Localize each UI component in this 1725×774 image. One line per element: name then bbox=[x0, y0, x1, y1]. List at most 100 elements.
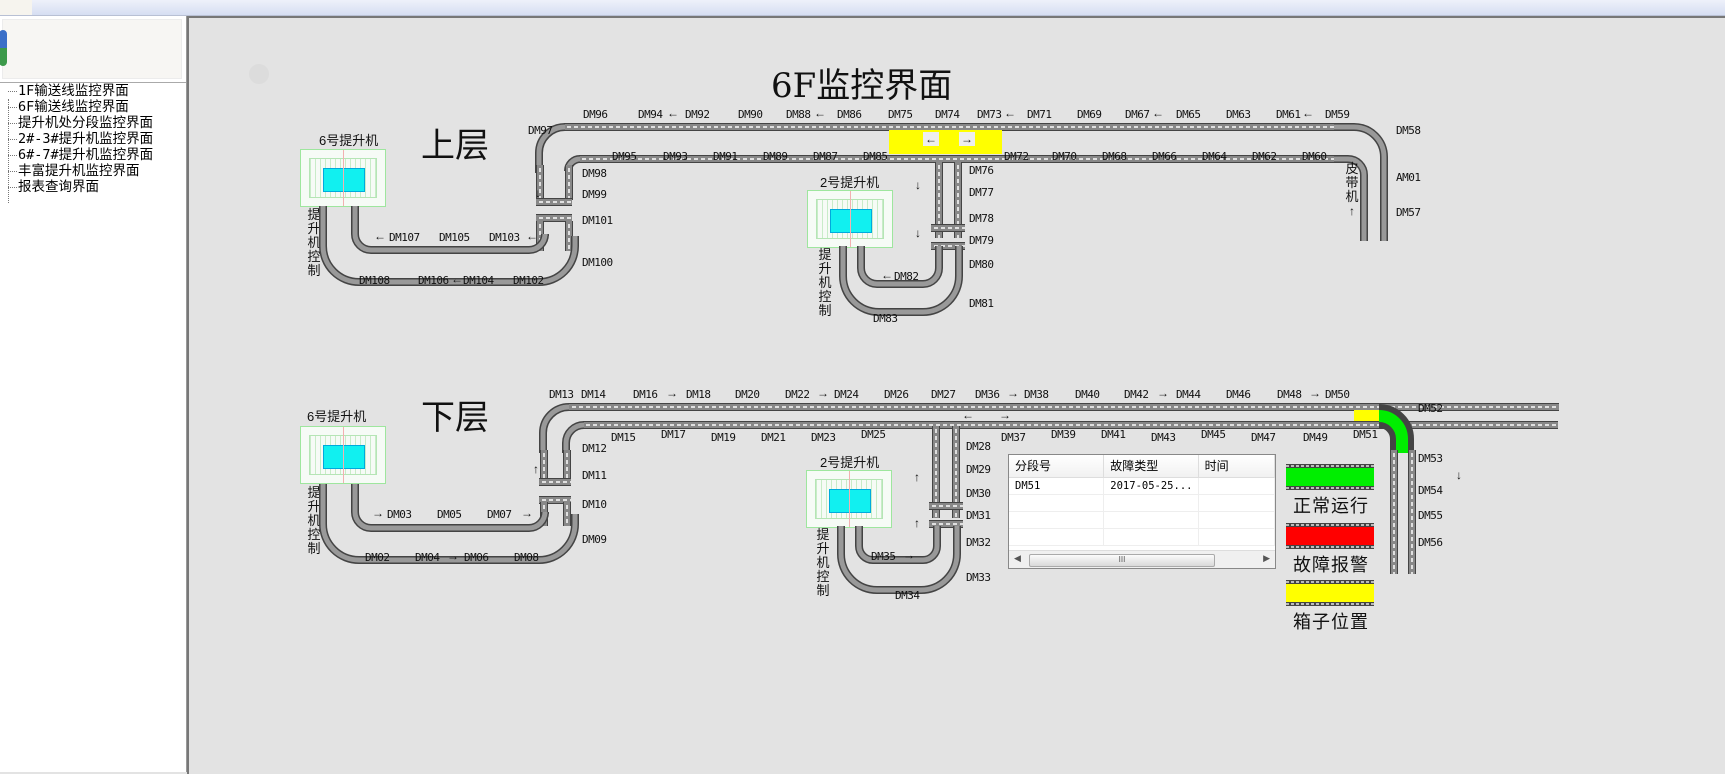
flow-right-arrow-icon: → bbox=[817, 386, 829, 400]
segment-label: DM106 bbox=[418, 274, 449, 287]
scroll-thumb[interactable]: III bbox=[1029, 554, 1215, 567]
segment-label: DM63 bbox=[1226, 108, 1251, 121]
nav-item-fengfu-elevator[interactable]: 丰富提升机监控界面 bbox=[0, 163, 186, 179]
lower-vbelt bbox=[1390, 450, 1398, 574]
segment-label: DM35 bbox=[871, 550, 896, 563]
flow-left-arrow-icon: ← bbox=[1152, 106, 1164, 120]
column-header-time[interactable]: 时间 bbox=[1199, 455, 1275, 477]
segment-label: DM94 bbox=[638, 108, 663, 121]
segment-label: DM95 bbox=[612, 150, 637, 163]
table-cell bbox=[1104, 529, 1199, 545]
legend-box-swatch bbox=[1286, 580, 1374, 606]
segment-label: DM51 bbox=[1353, 428, 1378, 441]
nav-item-elevator-2-3[interactable]: 2#-3#提升机监控界面 bbox=[0, 131, 186, 147]
upper-elevator6[interactable] bbox=[300, 149, 386, 207]
flow-left-arrow-icon: ← bbox=[374, 229, 386, 243]
table-cell bbox=[1199, 495, 1275, 511]
segment-label: DM47 bbox=[1251, 431, 1276, 444]
lower-elevator2-control[interactable]: 提升机控制 bbox=[816, 527, 830, 598]
upper-elevator6-control[interactable]: 提升机控制 bbox=[307, 207, 321, 278]
lower-elevator6-name: 6号提升机 bbox=[307, 409, 367, 424]
upper-left-arrow-icon: ← bbox=[923, 132, 939, 146]
flow-left-arrow-icon: ← bbox=[1004, 106, 1016, 120]
table-row[interactable] bbox=[1009, 512, 1275, 529]
segment-label: DM31 bbox=[966, 509, 991, 522]
segment-label: DM92 bbox=[685, 108, 710, 121]
lower-vbelt bbox=[932, 426, 940, 518]
segment-label: DM14 bbox=[581, 388, 606, 401]
segment-label: DM07 bbox=[487, 508, 512, 521]
segment-label: DM25 bbox=[861, 428, 886, 441]
nav-item-1f-conveyor[interactable]: 1F输送线监控界面 bbox=[0, 83, 186, 99]
segment-label: DM76 bbox=[969, 164, 994, 177]
segment-label: DM44 bbox=[1176, 388, 1201, 401]
lower-elevator2[interactable] bbox=[806, 470, 892, 528]
segment-label: DM105 bbox=[439, 231, 470, 244]
segment-label: DM90 bbox=[738, 108, 763, 121]
flow-left-arrow-icon: ← bbox=[526, 229, 538, 243]
table-cell bbox=[1199, 478, 1275, 494]
lower-vbelt bbox=[563, 502, 571, 526]
flow-left-arrow-icon: ← bbox=[814, 106, 826, 120]
flow-left-arrow-icon: ← bbox=[1302, 106, 1314, 120]
segment-label: DM55 bbox=[1418, 509, 1443, 522]
table-cell: DM51 bbox=[1009, 478, 1105, 494]
segment-label: DM108 bbox=[359, 274, 390, 287]
upper-elevator2[interactable] bbox=[807, 190, 893, 248]
segment-label: DM67 bbox=[1125, 108, 1150, 121]
segment-label: DM46 bbox=[1226, 388, 1251, 401]
upper-elevator2-control[interactable]: 提升机控制 bbox=[818, 247, 832, 318]
table-row[interactable] bbox=[1009, 495, 1275, 512]
lower-vbelt bbox=[540, 450, 548, 482]
flow-down-arrow-icon: ↓ bbox=[1456, 468, 1462, 482]
logo-icon bbox=[0, 30, 7, 66]
segment-label: DM34 bbox=[895, 589, 920, 602]
lower-elevator6[interactable] bbox=[300, 426, 386, 484]
segment-label: DM49 bbox=[1303, 431, 1328, 444]
navigation-panel: 1F输送线监控界面 6F输送线监控界面 提升机处分段监控界面 2#-3#提升机监… bbox=[0, 16, 187, 772]
scroll-left-icon[interactable]: ◀ bbox=[1014, 553, 1021, 563]
segment-label: DM28 bbox=[966, 440, 991, 453]
flow-left-arrow-icon: ← bbox=[881, 268, 893, 282]
segment-label: DM107 bbox=[389, 231, 420, 244]
lower-elevator6-control[interactable]: 提升机控制 bbox=[307, 485, 321, 556]
segment-label: DM60 bbox=[1302, 150, 1327, 163]
segment-label: DM52 bbox=[1418, 402, 1443, 415]
table-row[interactable] bbox=[1009, 529, 1275, 546]
segment-label: DM56 bbox=[1418, 536, 1443, 549]
horizontal-scrollbar[interactable]: ◀ III ▶ bbox=[1009, 550, 1275, 568]
segment-label: DM19 bbox=[711, 431, 736, 444]
segment-label: DM33 bbox=[966, 571, 991, 584]
segment-label: DM30 bbox=[966, 487, 991, 500]
nav-item-elevator-segment[interactable]: 提升机处分段监控界面 bbox=[0, 115, 186, 131]
upper-elevator2-name: 2号提升机 bbox=[820, 175, 880, 190]
nav-item-report-query[interactable]: 报表查询界面 bbox=[0, 179, 186, 195]
scroll-right-icon[interactable]: ▶ bbox=[1263, 553, 1270, 563]
segment-label: DM103 bbox=[489, 231, 520, 244]
elevator-car bbox=[829, 489, 871, 513]
lower-vbelt bbox=[1408, 450, 1416, 574]
table-cell bbox=[1104, 512, 1199, 528]
elevator-car bbox=[323, 168, 365, 192]
segment-label: DM32 bbox=[966, 536, 991, 549]
flow-up-arrow-icon: ↑ bbox=[914, 516, 920, 530]
segment-label: DM79 bbox=[969, 234, 994, 247]
segment-label: DM13 bbox=[549, 388, 574, 401]
segment-label: DM48 bbox=[1277, 388, 1302, 401]
segment-label: DM26 bbox=[884, 388, 909, 401]
flow-left-arrow-icon: ← bbox=[962, 408, 974, 422]
segment-label: DM37 bbox=[1001, 431, 1026, 444]
column-header-fault-type[interactable]: 故障类型 bbox=[1104, 455, 1199, 477]
segment-label: DM10 bbox=[582, 498, 607, 511]
upper-elevator6-name: 6号提升机 bbox=[319, 133, 379, 148]
flow-right-arrow-icon: → bbox=[903, 548, 915, 562]
flow-left-arrow-icon: ← bbox=[451, 272, 463, 286]
column-header-segment[interactable]: 分段号 bbox=[1009, 455, 1105, 477]
segment-label: DM22 bbox=[785, 388, 810, 401]
nav-item-6f-conveyor[interactable]: 6F输送线监控界面 bbox=[0, 99, 186, 115]
nav-item-elevator-6-7[interactable]: 6#-7#提升机监控界面 bbox=[0, 147, 186, 163]
upper-right-arrow-icon: → bbox=[959, 132, 975, 146]
lower-stub bbox=[539, 496, 571, 504]
